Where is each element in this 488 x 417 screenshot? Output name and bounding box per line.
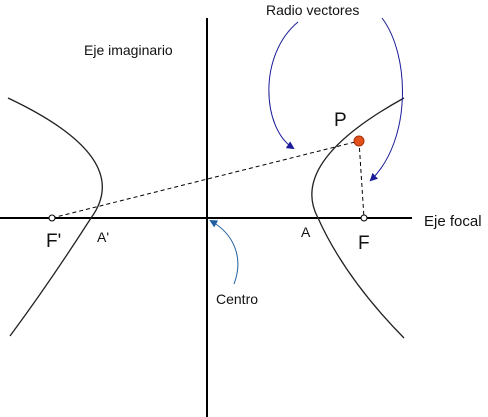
point-p-label: P xyxy=(334,110,347,131)
hyperbola-right-branch xyxy=(311,97,405,339)
imaginary-axis-label: Eje imaginario xyxy=(84,42,173,58)
radio-vectors-label: Radio vectores xyxy=(266,2,359,18)
vertex-left-label: A' xyxy=(97,229,109,245)
focus-left-label: F' xyxy=(46,231,61,252)
radio-vector-arrow-right xyxy=(369,17,403,182)
center-label: Centro xyxy=(216,291,258,307)
hyperbola-left-branch xyxy=(7,97,103,337)
focal-axis-label: Eje focal xyxy=(424,213,482,230)
focus-right-label: F xyxy=(358,233,370,254)
focus-left-point xyxy=(48,214,56,222)
radius-vector-right xyxy=(358,140,365,219)
point-p-dot xyxy=(353,135,365,147)
center-arrow xyxy=(209,220,239,285)
radio-vector-arrow-left xyxy=(268,21,299,150)
focus-right-point xyxy=(360,214,368,222)
vertex-right-label: A xyxy=(301,224,311,240)
radius-vector-left xyxy=(51,140,360,219)
